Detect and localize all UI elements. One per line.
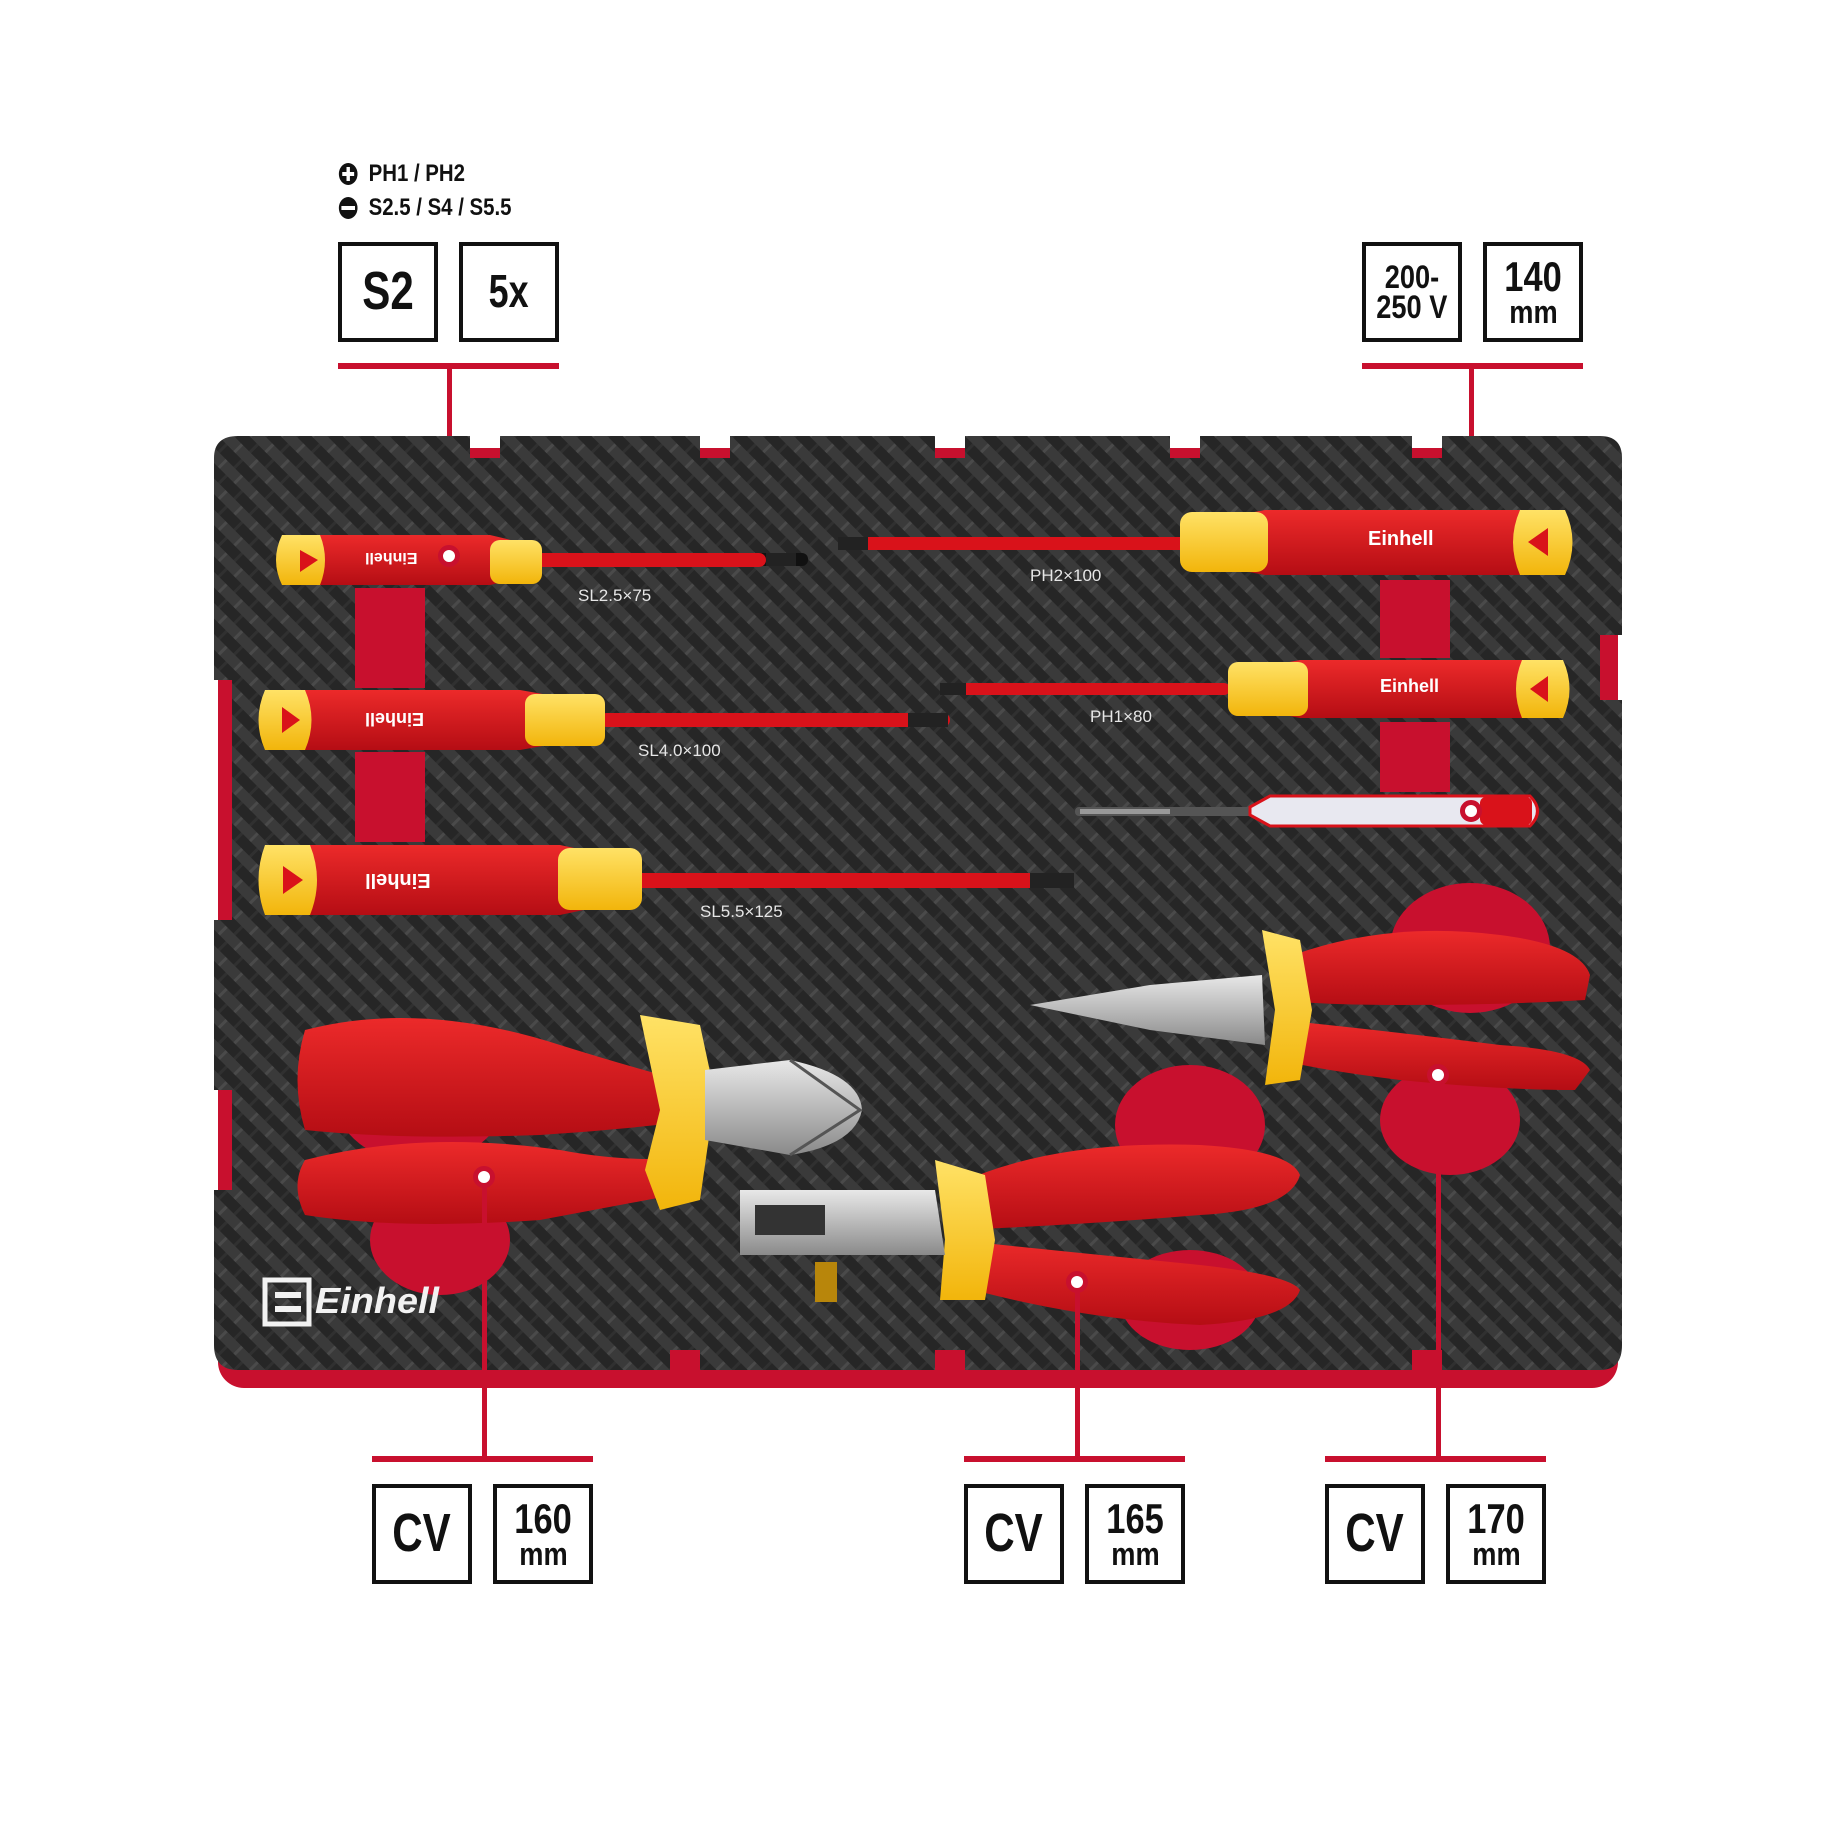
callout-dot-screwdrivers bbox=[438, 545, 460, 567]
diagonal-cutter bbox=[297, 1015, 863, 1295]
brand-name-sl25-handle: Einhell bbox=[365, 549, 418, 566]
label-sl40: SL4.0×100 bbox=[638, 741, 721, 760]
screwdriver-ph2 bbox=[838, 510, 1573, 575]
brand-name-sl40-handle: Einhell bbox=[365, 709, 425, 729]
long-nose-plier bbox=[1030, 883, 1590, 1175]
legend-slotted-text: S2.5 / S4 / S5.5 bbox=[368, 194, 512, 221]
brand-name-ph1-handle: Einhell bbox=[1380, 676, 1440, 696]
plier2-material-badge: CV bbox=[964, 1484, 1064, 1584]
callout-line-plier2 bbox=[1075, 1290, 1080, 1456]
callout-dot-tester bbox=[1460, 800, 1482, 822]
callout-line-plier3 bbox=[1436, 1083, 1441, 1456]
screwdriver-ph1 bbox=[940, 660, 1570, 718]
label-ph1: PH1×80 bbox=[1090, 707, 1152, 726]
brand-name-foam: Einhell bbox=[315, 1280, 439, 1321]
callout-bar-plier3 bbox=[1325, 1456, 1546, 1462]
callout-bar-plier2 bbox=[964, 1456, 1185, 1462]
legend-phillips: PH1 / PH2 bbox=[338, 160, 465, 188]
label-sl25: SL2.5×75 bbox=[578, 586, 652, 605]
legend-slotted: S2.5 / S4 / S5.5 bbox=[338, 194, 511, 222]
screwdriver-sl40 bbox=[258, 690, 950, 750]
screwdriver-sl25 bbox=[276, 535, 808, 585]
screwdriver-sl55 bbox=[258, 845, 1074, 915]
voltage-badge: 200- 250 V bbox=[1362, 242, 1462, 342]
plier3-length-badge: 170 mm bbox=[1446, 1484, 1546, 1584]
plier1-material-badge: CV bbox=[372, 1484, 472, 1584]
phillips-icon bbox=[338, 163, 358, 185]
label-sl55: SL5.5×125 bbox=[700, 902, 783, 921]
einhell-logo-foam bbox=[262, 1277, 312, 1327]
plier3-material-badge: CV bbox=[1325, 1484, 1425, 1584]
brand-name-sl55-handle: Einhell bbox=[365, 869, 431, 891]
wire-stripper bbox=[740, 1065, 1300, 1350]
callout-line-plier1 bbox=[482, 1185, 487, 1456]
tester-length-badge: 140 mm bbox=[1483, 242, 1583, 342]
plier1-length-badge: 160 mm bbox=[493, 1484, 593, 1584]
slotted-icon bbox=[338, 197, 358, 219]
brand-name-ph2-handle: Einhell bbox=[1368, 528, 1434, 550]
callout-bar-plier1 bbox=[372, 1456, 593, 1462]
plier2-length-badge: 165 mm bbox=[1085, 1484, 1185, 1584]
material-badge-s2: S2 bbox=[338, 242, 438, 342]
count-badge: 5x bbox=[459, 242, 559, 342]
legend-phillips-text: PH1 / PH2 bbox=[368, 160, 465, 187]
label-ph2: PH2×100 bbox=[1030, 566, 1102, 585]
